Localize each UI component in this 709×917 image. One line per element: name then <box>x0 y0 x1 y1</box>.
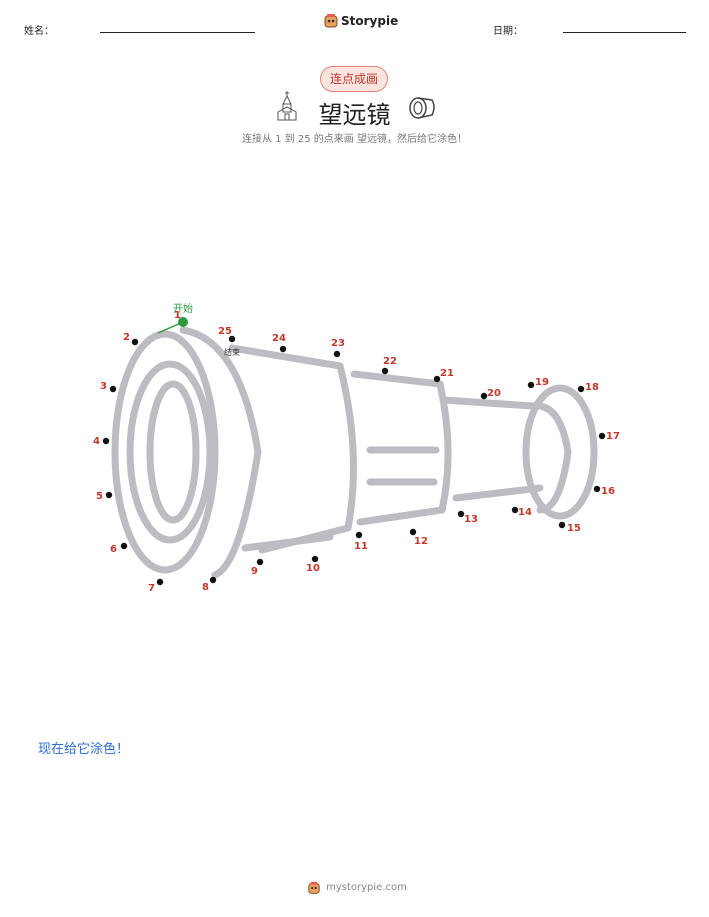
dot-13 <box>457 510 465 518</box>
dot-label-21: 21 <box>440 368 454 379</box>
dot-17 <box>598 432 606 440</box>
dot-8 <box>209 576 217 584</box>
dot-label-22: 22 <box>383 356 397 367</box>
dot-label-10: 10 <box>306 563 320 574</box>
dot-label-20: 20 <box>487 388 501 399</box>
instructions: 连接从 1 到 25 的点来画 望远镜，然后给它涂色！ <box>242 134 467 145</box>
telescope-outline <box>111 326 598 579</box>
dot-label-4: 4 <box>93 436 100 447</box>
footer-url: mystorypie.com <box>326 882 407 893</box>
dot-7 <box>156 578 164 586</box>
dot-label-9: 9 <box>251 566 258 577</box>
dot-label-5: 5 <box>96 491 103 502</box>
dot-label-3: 3 <box>100 381 107 392</box>
activity-badge: 连点成画 <box>320 66 388 92</box>
dot-label-18: 18 <box>585 382 599 393</box>
dot-label-19: 19 <box>535 377 549 388</box>
dot-14 <box>511 506 519 514</box>
dot-3 <box>109 385 117 393</box>
dot-4 <box>102 437 110 445</box>
dot-6 <box>120 542 128 550</box>
dot-9 <box>256 558 264 566</box>
dot-20 <box>480 392 488 400</box>
start-label: 开始 <box>173 302 193 315</box>
dot-label-25: 25 <box>218 326 232 337</box>
date-label: 日期： <box>493 26 523 37</box>
name-line <box>100 32 255 33</box>
color-prompt: 现在给它涂色！ <box>38 742 130 757</box>
dot-label-7: 7 <box>148 583 155 594</box>
date-line <box>563 32 686 33</box>
dot-15 <box>558 521 566 529</box>
dot-1 <box>178 317 188 327</box>
dot-19 <box>527 381 535 389</box>
dot-label-11: 11 <box>354 541 368 552</box>
dot-25 <box>228 335 236 343</box>
dot-12 <box>409 528 417 536</box>
dot-label-12: 12 <box>414 536 428 547</box>
brand-name: Storypie <box>341 14 399 28</box>
dot-16 <box>593 485 601 493</box>
storypie-logo-icon <box>323 13 339 29</box>
dot-24 <box>279 345 287 353</box>
dot-label-8: 8 <box>202 582 209 593</box>
dot-label-16: 16 <box>601 486 615 497</box>
dot-label-14: 14 <box>518 507 532 518</box>
dot-label-1: 1 <box>174 310 181 321</box>
dot-label-23: 23 <box>331 338 345 349</box>
dot-label-15: 15 <box>567 523 581 534</box>
dot-23 <box>333 350 341 358</box>
dot-18 <box>577 385 585 393</box>
name-label: 姓名： <box>24 26 54 37</box>
dot-21 <box>433 375 441 383</box>
dot-2 <box>131 338 139 346</box>
telescope-icon <box>408 94 438 120</box>
dot-5 <box>105 491 113 499</box>
dot-22 <box>381 367 389 375</box>
dot-label-24: 24 <box>272 333 286 344</box>
dot-label-13: 13 <box>464 514 478 525</box>
dot-label-17: 17 <box>606 431 620 442</box>
dot-11 <box>355 531 363 539</box>
page-title: 望远镜 <box>318 101 391 129</box>
end-label: 结束 <box>224 347 240 357</box>
dot-label-6: 6 <box>110 544 117 555</box>
dot-label-2: 2 <box>123 332 130 343</box>
footer-logo-icon <box>307 880 321 894</box>
dot-10 <box>311 555 319 563</box>
church-icon <box>276 90 298 122</box>
